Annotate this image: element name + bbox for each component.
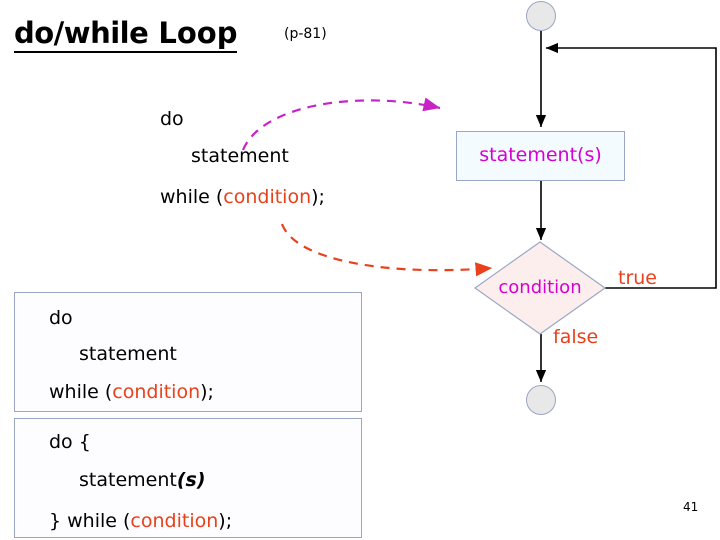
decision-diamond <box>473 241 607 335</box>
annotation-arrow-condition <box>280 223 493 277</box>
codebox1-line-while: while (condition); <box>49 381 214 403</box>
page-number: 41 <box>683 500 699 514</box>
code-box-braces: do { statement(s) } while (condition); <box>14 418 362 538</box>
flow-start-node <box>526 1 556 31</box>
flow-true-label: true <box>618 267 657 289</box>
codebox2-line-statement: statement(s) <box>79 469 206 491</box>
flow-condition-label: condition <box>498 277 582 298</box>
flow-end-node <box>526 385 556 415</box>
flow-statement-box: statement(s) <box>456 131 625 181</box>
title-keyword: do/while <box>14 16 149 50</box>
codebox2-while-prefix: } while ( <box>49 510 131 532</box>
pseudocode-line-while: while (condition); <box>160 186 325 208</box>
while-prefix: while ( <box>160 186 224 208</box>
codebox2-while-condition: condition <box>130 510 219 532</box>
codebox2-line-while: } while (condition); <box>49 510 232 532</box>
arrow-condition-true-loopback <box>545 42 717 289</box>
pseudocode-line-statement: statement <box>191 145 289 167</box>
codebox2-statement-plural: (s) <box>176 469 206 491</box>
codebox2-line-do: do { <box>49 431 91 453</box>
codebox1-line-do: do <box>49 307 73 329</box>
while-condition: condition <box>223 186 312 208</box>
flow-statement-label: statement(s) <box>479 144 602 166</box>
codebox1-while-suffix: ); <box>200 381 214 403</box>
while-suffix: ); <box>311 186 325 208</box>
codebox1-while-prefix: while ( <box>49 381 113 403</box>
title-main-text: do/while Loop <box>14 16 238 53</box>
flow-false-label: false <box>553 326 599 348</box>
codebox2-while-suffix: ); <box>218 510 233 532</box>
codebox1-while-condition: condition <box>112 381 201 403</box>
title-rest: Loop <box>148 16 238 50</box>
page-title: do/while Loop <box>14 16 238 53</box>
codebox1-line-statement: statement <box>79 343 177 365</box>
pseudocode-line-do: do <box>160 108 184 130</box>
title-subtext: (p-81) <box>284 26 327 42</box>
annotation-arrow-statement <box>241 97 441 151</box>
code-box-plain: do statement while (condition); <box>14 292 362 412</box>
codebox2-statement-word: statement <box>79 469 177 491</box>
